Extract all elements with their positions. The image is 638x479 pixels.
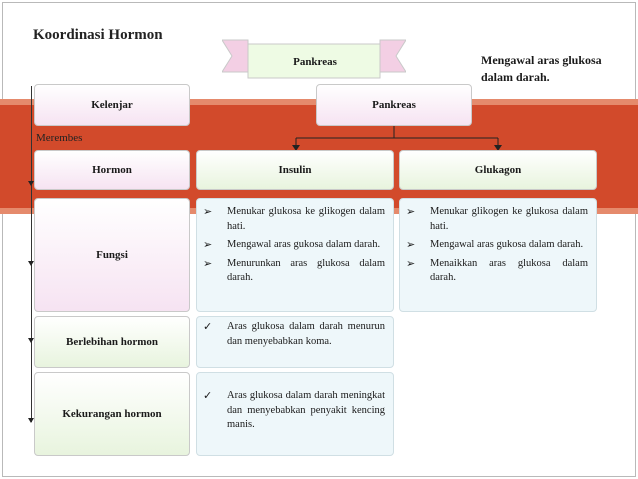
label-hormon-text: Hormon	[92, 164, 132, 176]
label-berlebihan-text: Berlebihan hormon	[66, 336, 158, 348]
insulin-function-text: Menurunkan aras glukosa dalam darah.	[227, 257, 385, 284]
checkmark-icon: ✓	[203, 390, 213, 402]
insulin-function-text: Menukar glukosa ke glikogen dalam hati.	[227, 206, 385, 232]
berlebihan-effect-text: Aras glukosa dalam darah menurun dan men…	[227, 321, 385, 347]
list-item: ➢ Menukar glukosa ke glikogen dalam hati.	[203, 205, 385, 234]
ribbon-label: Pankreas	[293, 56, 337, 68]
list-item: ➢ Mengawal aras gukosa dalam darah.	[406, 238, 588, 253]
list-item: ✓ Aras glukosa dalam darah meningkat dan …	[203, 389, 385, 433]
merembes-label: Merembes	[36, 132, 83, 144]
label-hormon: Hormon	[34, 150, 190, 190]
checkmark-icon: ✓	[203, 321, 213, 333]
insulin-function-text: Mengawal aras gukosa dalam darah.	[227, 239, 381, 250]
hormone-insulin-text: Insulin	[278, 164, 312, 176]
kekurangan-effect-text: Aras glukosa dalam darah meningkat dan m…	[227, 390, 385, 430]
glukagon-function-text: Menaikkan aras glukosa dalam darah.	[430, 257, 588, 284]
berlebihan-effect-box: ✓ Aras glukosa dalam darah menurun dan me…	[196, 316, 394, 368]
arrow-down-icon	[28, 418, 34, 423]
arrow-bullet-icon: ➢	[203, 206, 213, 218]
label-fungsi-text: Fungsi	[96, 249, 128, 261]
glukagon-functions-box: ➢ Menukar glikogen ke glukosa dalam hati.…	[399, 198, 597, 312]
gland-box-text: Pankreas	[372, 99, 416, 111]
arrow-down-icon	[28, 181, 34, 186]
list-item: ➢ Menukar glikogen ke glukosa dalam hati.	[406, 205, 588, 234]
hormone-box-glukagon: Glukagon	[399, 150, 597, 190]
slide-title: Koordinasi Hormon	[33, 27, 163, 43]
gland-box-pankreas: Pankreas	[316, 84, 472, 126]
left-connector-line	[31, 86, 32, 422]
kekurangan-effect-list: ✓ Aras glukosa dalam darah meningkat dan …	[203, 389, 385, 433]
list-item: ➢ Menaikkan aras glukosa dalam darah.	[406, 257, 588, 286]
glukagon-function-text: Menukar glikogen ke glukosa dalam hati.	[430, 206, 588, 232]
ribbon-banner	[222, 39, 406, 79]
arrow-bullet-icon: ➢	[406, 239, 416, 251]
arrow-bullet-icon: ➢	[406, 206, 416, 218]
label-fungsi: Fungsi	[34, 198, 190, 312]
arrow-down-icon	[28, 261, 34, 266]
hormone-glukagon-text: Glukagon	[474, 164, 522, 176]
glukagon-functions-list: ➢ Menukar glikogen ke glukosa dalam hati.…	[406, 205, 588, 286]
hormone-box-insulin: Insulin	[196, 150, 394, 190]
tree-connector	[292, 126, 502, 151]
list-item: ➢ Menurunkan aras glukosa dalam darah.	[203, 257, 385, 286]
kekurangan-effect-box: ✓ Aras glukosa dalam darah meningkat dan …	[196, 372, 394, 456]
insulin-functions-list: ➢ Menukar glukosa ke glikogen dalam hati.…	[203, 205, 385, 286]
gland-function-note: Mengawal aras glukosa dalam darah.	[481, 53, 602, 84]
insulin-functions-box: ➢ Menukar glukosa ke glikogen dalam hati.…	[196, 198, 394, 312]
label-berlebihan: Berlebihan hormon	[34, 316, 190, 368]
list-item: ✓ Aras glukosa dalam darah menurun dan me…	[203, 320, 385, 349]
arrow-bullet-icon: ➢	[203, 257, 213, 270]
arrow-bullet-icon: ➢	[406, 257, 416, 270]
arrow-down-icon	[28, 338, 34, 343]
berlebihan-effect-list: ✓ Aras glukosa dalam darah menurun dan me…	[203, 320, 385, 349]
arrow-bullet-icon: ➢	[203, 239, 213, 251]
label-kelenjar-text: Kelenjar	[91, 99, 133, 111]
label-kekurangan-text: Kekurangan hormon	[62, 408, 162, 420]
label-kekurangan: Kekurangan hormon	[34, 372, 190, 456]
label-kelenjar: Kelenjar	[34, 84, 190, 126]
glukagon-function-text: Mengawal aras gukosa dalam darah.	[430, 239, 584, 250]
list-item: ➢ Mengawal aras gukosa dalam darah.	[203, 238, 385, 253]
